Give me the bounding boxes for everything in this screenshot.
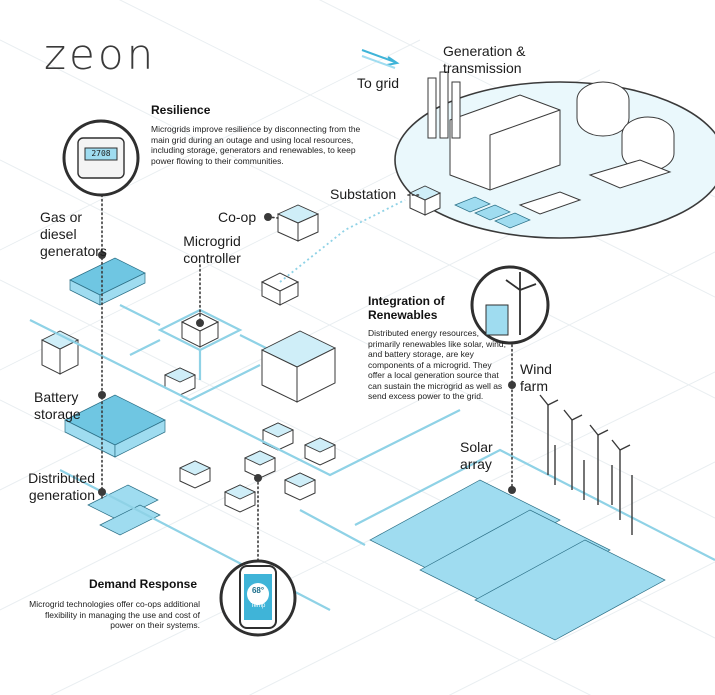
resilience-heading: Resilience	[151, 103, 210, 117]
to-grid-arrows	[362, 50, 397, 68]
gas-generators	[70, 258, 145, 305]
phone-temp-value: 68°	[246, 586, 270, 595]
to-grid-label: To grid	[357, 75, 399, 92]
renewables-heading: Integration of Renewables	[368, 294, 478, 322]
demand-response-heading: Demand Response	[40, 577, 197, 591]
solar-array	[370, 480, 665, 640]
microgrid-controller-label: Microgrid controller	[168, 233, 256, 267]
wind-turbines	[540, 395, 632, 535]
phone-temp-label: Temp	[246, 603, 270, 609]
smartphone-thermostat-icon	[221, 561, 295, 635]
meter-reading: 2708	[87, 149, 115, 158]
coop-building	[278, 205, 318, 241]
office-building	[262, 331, 335, 402]
battery-storage-label: Battery storage	[34, 389, 81, 423]
renewables-body: Distributed energy resources, primarily …	[368, 328, 506, 402]
zeon-logo: zeon	[44, 30, 156, 79]
wind-farm-label: Wind farm	[520, 361, 552, 395]
residential-building-left	[42, 331, 78, 374]
distributed-generation-label: Distributed generation	[10, 470, 95, 504]
gas-generators-label: Gas or diesel generators	[40, 209, 107, 260]
substation-label: Substation	[330, 186, 396, 203]
resilience-body: Microgrids improve resilience by disconn…	[151, 124, 366, 166]
demand-response-body: Microgrid technologies offer co-ops addi…	[20, 599, 200, 631]
coop-label: Co-op	[218, 209, 256, 226]
generation-plant	[395, 72, 715, 238]
generation-label: Generation & transmission	[443, 43, 526, 77]
solar-array-label: Solar array	[460, 439, 493, 473]
smart-meter-icon	[64, 121, 138, 195]
